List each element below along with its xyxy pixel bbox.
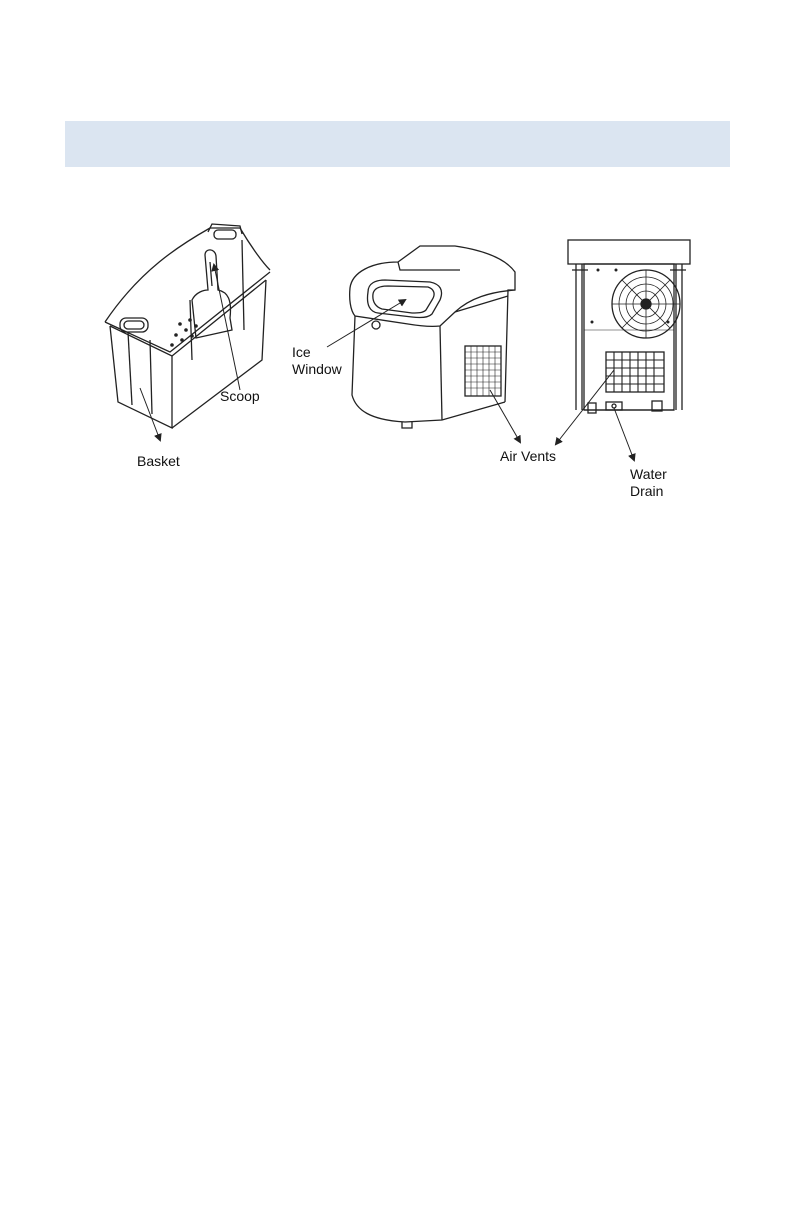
arrow-air-vents-back — [556, 370, 614, 444]
ice-maker-back-illustration — [568, 240, 690, 413]
parts-illustration — [0, 0, 793, 520]
arrow-ice-window — [327, 300, 405, 347]
label-scoop: Scoop — [220, 388, 260, 405]
arrow-water-drain — [614, 408, 634, 460]
label-basket: Basket — [137, 453, 180, 470]
parts-figure: Ice Window Scoop Basket Air Vents Water … — [0, 0, 793, 520]
leader-arrows — [140, 265, 634, 460]
label-ice-window: Ice Window — [292, 344, 342, 378]
arrow-scoop — [214, 265, 240, 390]
label-air-vents: Air Vents — [500, 448, 556, 465]
ice-maker-front-illustration — [350, 246, 515, 428]
label-water-drain: Water Drain — [630, 466, 667, 500]
